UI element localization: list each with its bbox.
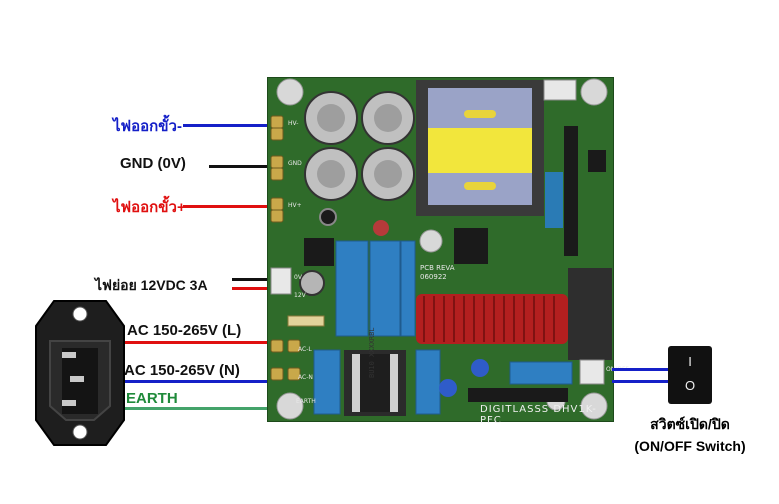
revision-silkscreen: PCB REVA [420, 264, 455, 272]
earth-label: EARTH [126, 390, 178, 407]
aux-12v-label: ไฟย่อย 12VDC 3A [95, 277, 208, 293]
switch-label-en: (ON/OFF Switch) [634, 438, 746, 454]
iec-inlet-icon [35, 300, 125, 446]
switch-wire-1 [612, 368, 669, 371]
pin-label-hv-: HV- [288, 120, 299, 127]
rocker-switch-icon: I O [668, 346, 712, 404]
inductor-marking: BU10 XXXXRBL [368, 327, 376, 378]
brand-silkscreen: DIGITLASSS [480, 404, 550, 415]
aux-0v-wire [232, 278, 270, 281]
gnd-wire [209, 165, 269, 168]
switch-wire-2 [612, 380, 669, 383]
ac-n-wire [122, 380, 270, 383]
ac-l-label: AC 150-265V (L) [127, 322, 242, 339]
pin-label-earth: EARTH [296, 398, 316, 405]
aux-12v-wire [232, 287, 270, 290]
gnd-label: GND (0V) [120, 155, 186, 172]
ac-l-wire [122, 341, 270, 344]
pin-label-ac-n: AC-N [298, 374, 313, 381]
pin-label-0v: 0V [294, 274, 302, 281]
earth-wire [122, 407, 270, 410]
switch-off-symbol: O [684, 378, 696, 393]
pcb-board: DIGITLASSS DHV1K-PFC PCB REVA 060922 BU1… [267, 77, 629, 426]
switch-label-th: สวิตซ์เปิด/ปิด [650, 416, 730, 432]
hv-neg-label: ไฟออกขั้ว- [113, 118, 182, 135]
hv-pos-label: ไฟออกขั้ว+ [113, 199, 186, 216]
pin-label-12v: 12V [294, 292, 306, 299]
pin-label-hv-: HV+ [288, 202, 302, 209]
pin-label-gnd: GND [288, 160, 302, 167]
model-silkscreen: DHV1K-PFC [480, 404, 597, 426]
hv-pos-wire [183, 205, 269, 208]
switch-on-symbol: I [688, 354, 692, 369]
ac-n-label: AC 150-265V (N) [124, 362, 240, 379]
hv-neg-wire [183, 124, 269, 127]
pin-label-ac-l: AC-L [298, 346, 312, 353]
date-silkscreen: 060922 [420, 273, 447, 281]
